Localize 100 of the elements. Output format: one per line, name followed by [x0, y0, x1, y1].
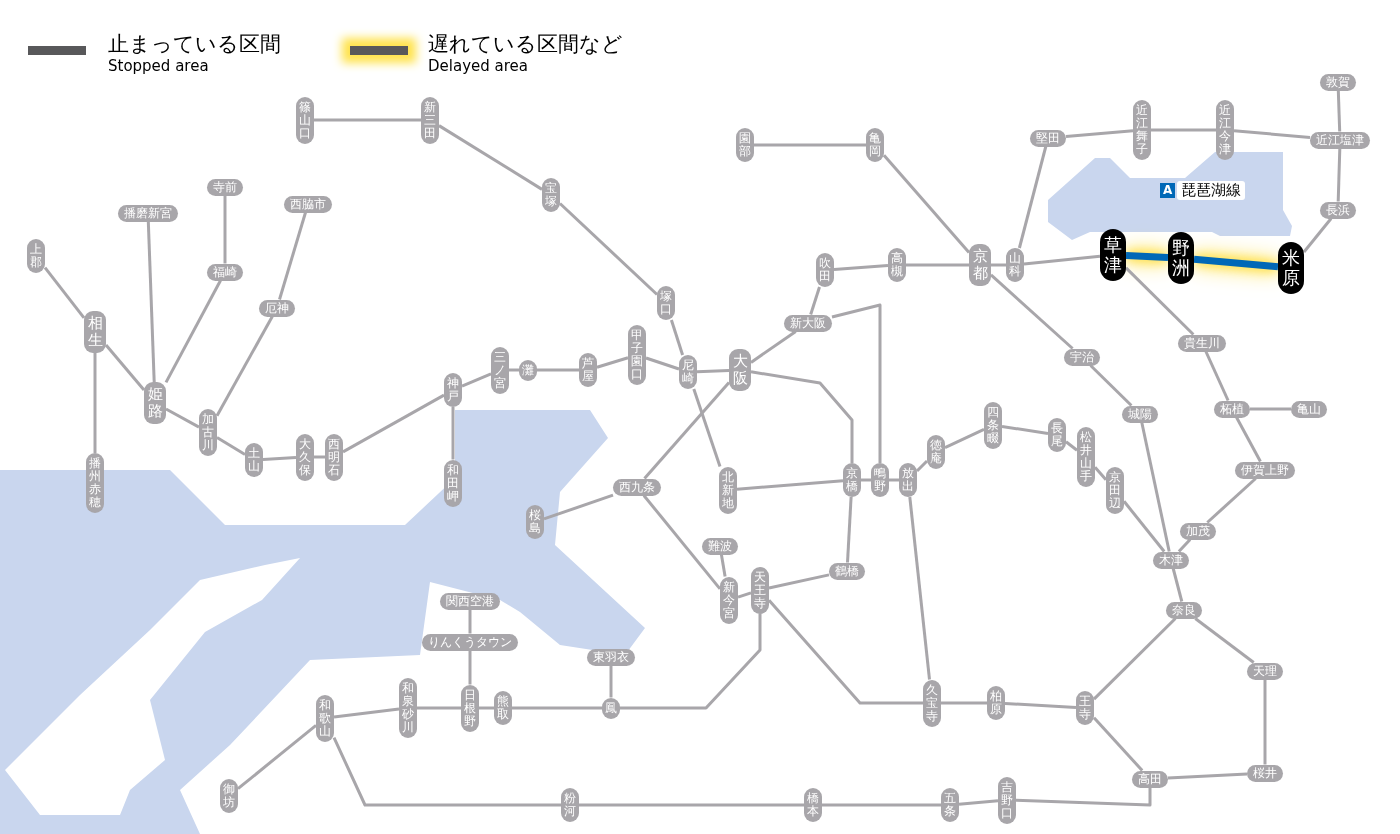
station-name-tag: 橋本: [804, 788, 822, 822]
station-name-tag: 伊賀上野: [1235, 461, 1295, 479]
rail-line: [1023, 254, 1101, 266]
station-name-tag: 大阪: [729, 349, 751, 391]
rail-line: [889, 478, 899, 482]
rail-line: [468, 609, 472, 634]
rail-line: [237, 724, 317, 790]
rail-line: [342, 393, 445, 454]
rail-line: [645, 356, 680, 371]
rail-line: [596, 356, 629, 369]
station-name-tag: 加古川: [199, 408, 217, 456]
station-name-tag: 芦屋: [579, 353, 597, 387]
station-name-tag: 五条: [941, 788, 959, 822]
station-name-tag: りんくうタウン: [422, 633, 518, 651]
rail-line: [1122, 500, 1166, 553]
rail-line: [750, 370, 854, 463]
legend-text: 遅れている区間など: [428, 31, 623, 58]
line-name: 琵琶湖線: [1177, 181, 1245, 200]
rail-line: [846, 496, 853, 563]
rail-line: [1336, 148, 1342, 202]
rail-line: [1065, 440, 1078, 452]
station-name-tag: 桜島: [526, 505, 544, 539]
rail-line: [479, 706, 494, 710]
rail-line: [1167, 772, 1248, 780]
station-name-tag: 木津: [1153, 551, 1189, 569]
rail-line: [1263, 679, 1267, 765]
station-name-tag: 鴫野: [871, 463, 889, 497]
station-name-tag: 熊取: [494, 691, 512, 725]
station-name-tag: 長尾: [1048, 418, 1066, 452]
rail-line: [1204, 350, 1230, 402]
rail-line: [262, 456, 297, 461]
station-name-tag: 西脇市: [284, 195, 332, 213]
station-name-tag: 宝塚: [542, 178, 560, 212]
station-name-tag: 新大阪: [784, 314, 832, 332]
rail-line: [1206, 477, 1257, 524]
rail-line: [643, 381, 731, 480]
line-code-badge: A: [1160, 183, 1176, 198]
station-name-tag: 姫路: [144, 382, 166, 424]
rail-line: [215, 315, 274, 417]
station-name-tag: 徳庵: [927, 435, 945, 469]
rail-line: [1194, 617, 1255, 664]
station-name-tag: 新今宮: [720, 576, 738, 624]
station-name-tag: 尼崎: [679, 355, 697, 389]
rail-line: [944, 427, 985, 450]
rail-line: [1092, 617, 1177, 701]
station-name-tag: 甲子園口: [628, 325, 646, 385]
station-name-tag: 草津: [1100, 229, 1126, 281]
station-name-tag: 篠山口: [296, 96, 314, 144]
station-name-tag: 宇治: [1064, 348, 1100, 366]
rail-line: [822, 803, 941, 807]
rail-line: [642, 494, 722, 590]
rail-line: [809, 286, 821, 315]
station-name-tag: 城陽: [1122, 405, 1158, 423]
rail-line: [908, 496, 931, 680]
rail-line: [165, 407, 200, 429]
station-name-tag: 放出: [899, 463, 917, 497]
rail-line: [1124, 266, 1195, 336]
station-name-tag: 柏原: [987, 686, 1005, 720]
station-name-tag: 吉野口: [998, 776, 1016, 824]
station-name-tag: 鳳: [602, 697, 620, 719]
station-name-tag: 吹田: [816, 253, 834, 287]
station-name-tag: 京田辺: [1106, 466, 1124, 514]
station-name-tag: 厄神: [259, 299, 295, 317]
rail-line: [991, 263, 1006, 267]
station-name-tag: 野洲: [1168, 232, 1194, 284]
rail-line: [692, 388, 722, 467]
rail-line: [93, 353, 97, 453]
rail-line: [915, 459, 929, 473]
rail-line: [223, 195, 227, 264]
station-name-tag: 京都: [969, 244, 991, 286]
station-name-tag: 北新地: [719, 466, 737, 514]
rail-line: [831, 303, 882, 463]
station-name-tag: 播州赤穂: [86, 453, 104, 513]
station-name-tag: 天王寺: [751, 566, 769, 614]
station-name-tag: 加茂: [1180, 522, 1216, 540]
station-name-tag: 西九条: [613, 478, 661, 496]
rail-line: [146, 221, 156, 383]
rail-line: [543, 493, 614, 521]
station-name-tag: 奈良: [1166, 601, 1202, 619]
station-name-tag: 神戸: [444, 373, 462, 407]
rail-line: [43, 266, 86, 319]
station-name-tag: 四条畷: [984, 401, 1002, 449]
station-name-tag: 相生: [84, 311, 106, 353]
rail-line: [1336, 90, 1342, 132]
rail-line: [609, 665, 613, 698]
rail-line: [1092, 716, 1144, 772]
rail-line: [1140, 422, 1171, 552]
rail-line: [833, 264, 889, 271]
rail-line: [696, 368, 730, 374]
station-name-tag: 敦賀: [1320, 73, 1356, 91]
rail-line: [164, 279, 222, 384]
rail-line: [461, 372, 492, 388]
station-name-tag: 西明石: [325, 433, 343, 481]
rail-line: [509, 368, 519, 372]
rail-line: [417, 706, 461, 710]
rail-line: [906, 263, 969, 267]
station-name-tag: 天理: [1247, 662, 1283, 680]
rail-line: [1017, 146, 1048, 249]
station-name-tag: 和歌山: [316, 694, 334, 742]
rail-line: [333, 707, 400, 719]
